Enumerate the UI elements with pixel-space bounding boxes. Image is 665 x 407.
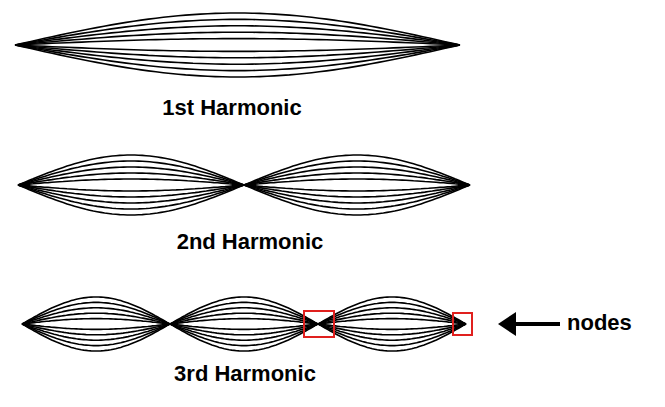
wave-curve	[18, 185, 244, 197]
wave-curve	[318, 319, 466, 324]
wave-curve	[15, 19, 460, 45]
wave-curve	[318, 313, 466, 324]
wave-curve	[170, 324, 318, 346]
wave-curve	[15, 45, 460, 58]
node-highlight	[304, 311, 334, 337]
wave-curve	[15, 26, 460, 45]
wave-curve	[318, 324, 466, 329]
wave-curve	[18, 161, 244, 185]
wave-curve	[22, 308, 170, 324]
wave-curve	[22, 324, 170, 351]
wave-curve	[15, 45, 460, 64]
wave-curve	[244, 185, 470, 215]
wave-curve	[318, 308, 466, 324]
wave-curve	[18, 185, 244, 203]
wave-curve	[318, 297, 466, 324]
wave-curve	[18, 179, 244, 185]
callout-label: nodes	[567, 311, 632, 335]
wave-curve	[18, 167, 244, 185]
wave-curve	[170, 313, 318, 324]
wave-curve	[15, 39, 460, 45]
wave-curve	[15, 13, 460, 45]
wave-curve	[244, 179, 470, 185]
wave-curve	[15, 45, 460, 71]
wave-curve	[244, 185, 470, 209]
wave-curve	[244, 161, 470, 185]
wave-curve	[244, 167, 470, 185]
wave-curve	[318, 324, 466, 335]
wave-curve	[170, 324, 318, 335]
wave-curve	[15, 45, 460, 77]
wave-curve	[22, 297, 170, 324]
harmonic-label: 1st Harmonic	[162, 96, 301, 120]
wave-curve	[18, 185, 244, 215]
wave-curve	[22, 313, 170, 324]
wave-curve	[22, 324, 170, 329]
wave-curve	[18, 185, 244, 191]
wave-curve	[318, 324, 466, 346]
wave-curve	[170, 324, 318, 351]
wave-curve	[22, 302, 170, 324]
wave-curve	[18, 185, 244, 209]
wave-curve	[170, 324, 318, 340]
node-highlight	[453, 313, 472, 335]
pointer-arrow	[512, 322, 560, 326]
wave-curve	[244, 185, 470, 203]
wave-curve	[318, 324, 466, 351]
arrow-head	[498, 312, 516, 336]
wave-curve	[170, 324, 318, 329]
wave-curve	[244, 185, 470, 197]
wave-curve	[318, 302, 466, 324]
wave-curve	[22, 324, 170, 340]
wave-curve	[170, 319, 318, 324]
harmonic-label: 2nd Harmonic	[177, 230, 324, 254]
wave-curve	[15, 32, 460, 45]
wave-curve	[170, 308, 318, 324]
wave-curve	[22, 324, 170, 335]
harmonic-label: 3rd Harmonic	[174, 362, 316, 386]
wave-curve	[244, 155, 470, 185]
wave-curve	[244, 173, 470, 185]
wave-curve	[170, 297, 318, 324]
wave-curve	[244, 185, 470, 191]
wave-loops	[15, 13, 470, 351]
wave-curve	[22, 324, 170, 346]
wave-curve	[318, 324, 466, 340]
wave-curve	[18, 173, 244, 185]
wave-curve	[18, 155, 244, 185]
wave-curve	[15, 45, 460, 51]
wave-curve	[170, 302, 318, 324]
wave-curve	[22, 319, 170, 324]
